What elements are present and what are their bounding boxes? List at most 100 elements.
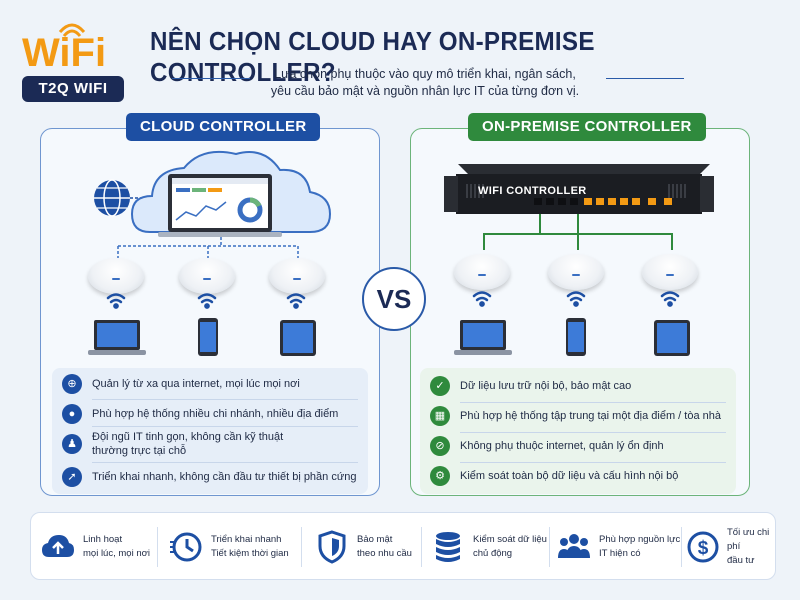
benefit-text-line-1: Kiểm soát dữ liệu (473, 534, 547, 545)
feature-text: Triển khai nhanh, không cần đầu tư thiết… (92, 471, 357, 483)
no-internet-icon: ⊘ (430, 436, 450, 456)
divider (460, 462, 726, 463)
benefit-text: Bảo mật theo nhu cầu (357, 533, 412, 561)
wifi-controller-device (444, 164, 714, 214)
benefit-text-line-2: mọi lúc, mọi nơi (83, 548, 150, 559)
feature-text: Kiểm soát toàn bộ dữ liệu và cấu hình nộ… (460, 470, 679, 482)
feature-text: Quản lý từ xa qua internet, mọi lúc mọi … (92, 378, 300, 390)
onprem-illustration (444, 164, 714, 250)
svg-text:$: $ (698, 538, 709, 559)
access-point-1 (88, 258, 144, 294)
divider (681, 527, 682, 567)
brand-logo: WiFi T2Q WIFI (12, 20, 130, 106)
controller-device-label: WIFI CONTROLLER (478, 185, 587, 197)
onprem-client-devices (454, 291, 690, 356)
cloud-upload-icon (41, 530, 75, 564)
access-point-3 (269, 258, 325, 294)
access-point-2 (179, 258, 235, 294)
divider (92, 462, 358, 463)
list-item: ⚙ Kiểm soát toàn bộ dữ liệu và cấu hình … (430, 466, 730, 486)
list-item: ♟ Đội ngũ IT tinh gọn, không cần kỹ thuậ… (62, 430, 362, 458)
people-icon (557, 530, 591, 564)
benefit-text-line-1: Bảo mật (357, 534, 393, 545)
cloud-illustration (94, 150, 332, 258)
rocket-icon: ➚ (62, 467, 82, 487)
feature-text-line-2: thường trực tại chỗ (92, 445, 187, 457)
access-point-4 (454, 254, 510, 290)
vs-badge: VS (362, 267, 426, 331)
gear-icon: ⚙ (430, 466, 450, 486)
globe-icon: ⊕ (62, 374, 82, 394)
location-pin-icon: ● (62, 404, 82, 424)
onprem-panel-title: ON-PREMISE CONTROLLER (468, 113, 706, 141)
wifi-signal-icon (106, 293, 306, 309)
feature-text: Không phụ thuộc internet, quản lý ổn địn… (460, 440, 664, 452)
feature-text-line-1: Đội ngũ IT tinh gọn, không cần kỹ thuật (92, 431, 284, 443)
title-divider-left (172, 78, 250, 79)
page-title: NÊN CHỌN CLOUD HAY ON-PREMISE CONTROLLER… (150, 26, 595, 87)
shield-icon (315, 530, 349, 564)
divider (92, 426, 358, 427)
wifi-logo-mark: WiFi (22, 23, 106, 74)
smartphone-icon (566, 318, 586, 356)
team-icon: ♟ (62, 434, 82, 454)
list-item: ● Phù hợp hệ thống nhiều chi nhánh, nhiề… (62, 404, 362, 424)
benefit-text-line-1: Tối ưu chi phí (727, 527, 770, 552)
globe-icon (94, 179, 130, 217)
benefit-security: Bảo mật theo nhu cầu (315, 513, 412, 581)
feature-text: Phù hợp hệ thống nhiều chi nhánh, nhiều … (92, 408, 339, 420)
feature-text: Dữ liệu lưu trữ nội bộ, bảo mật cao (460, 380, 632, 392)
brand-badge: T2Q WIFI (22, 76, 124, 102)
benefit-text-line-2: đầu tư (727, 555, 755, 566)
cloud-client-devices (88, 293, 316, 356)
tablet-icon (280, 320, 316, 356)
benefit-text-line-2: Tiết kiệm thời gian (211, 548, 289, 559)
subtitle-line-2: yêu cầu bảo mật và nguồn nhân lực IT của… (270, 84, 580, 98)
dollar-icon: $ (687, 530, 719, 564)
benefit-text-line-1: Phù hợp nguồn lực (599, 534, 681, 545)
benefit-text: Tối ưu chi phí đầu tư (727, 526, 775, 568)
access-point-6 (642, 254, 698, 290)
svg-text:WiFi: WiFi (22, 31, 106, 74)
divider (301, 527, 302, 567)
list-item: ⊕ Quản lý từ xa qua internet, mọi lúc mọ… (62, 374, 362, 394)
laptop-dashboard-icon (158, 174, 282, 237)
laptop-icon (88, 320, 146, 355)
divider (92, 399, 358, 400)
smartphone-icon (198, 318, 218, 356)
subtitle-line-1: Lựa chọn phụ thuộc vào quy mô triển khai… (274, 67, 576, 81)
divider (549, 527, 550, 567)
cloud-panel-title: CLOUD CONTROLLER (126, 113, 321, 141)
list-item: ▦ Phù hợp hệ thống tập trung tại một địa… (430, 406, 730, 426)
divider (157, 527, 158, 567)
shield-check-icon: ✓ (430, 376, 450, 396)
cloud-feature-list: ⊕ Quản lý từ xa qua internet, mọi lúc mọ… (52, 368, 368, 494)
benefit-cost: $ Tối ưu chi phí đầu tư (687, 513, 775, 581)
divider (460, 402, 726, 403)
database-icon (431, 530, 465, 564)
tablet-icon (654, 320, 690, 356)
laptop-icon (454, 320, 512, 355)
benefit-text-line-1: Triển khai nhanh (211, 534, 282, 545)
feature-text: Phù hợp hệ thống tập trung tại một địa đ… (460, 410, 721, 422)
clock-icon (169, 530, 203, 564)
divider (421, 527, 422, 567)
wifi-signal-icon (472, 291, 680, 307)
list-item: ✓ Dữ liệu lưu trữ nội bộ, bảo mật cao (430, 376, 730, 396)
building-icon: ▦ (430, 406, 450, 426)
divider (460, 432, 726, 433)
title-divider-right (606, 78, 684, 79)
access-point-5 (548, 254, 604, 290)
list-item: ➚ Triển khai nhanh, không cần đầu tư thi… (62, 467, 362, 487)
benefit-text-line-2: theo nhu cầu (357, 548, 412, 559)
subtitle: Lựa chọn phụ thuộc vào quy mô triển khai… (255, 66, 595, 100)
